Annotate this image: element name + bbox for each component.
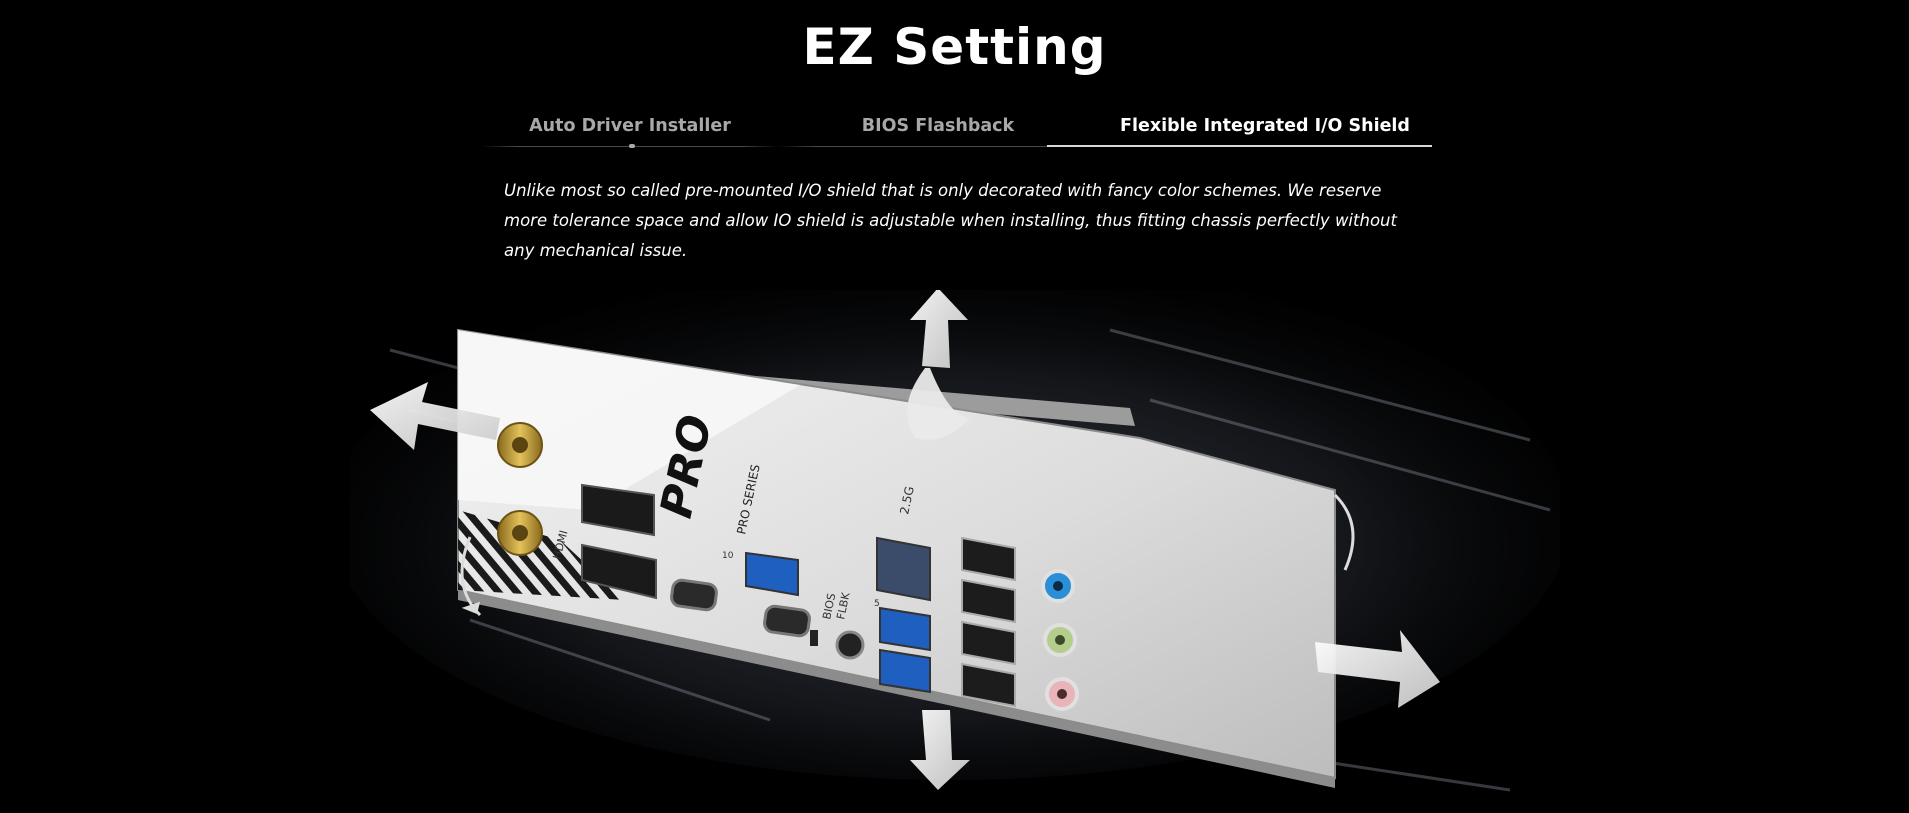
lan-port [876,536,931,602]
active-tab-underline [1047,145,1432,147]
tab-bios-flashback[interactable]: BIOS Flashback [861,116,1015,136]
bios-flashback-button [835,630,865,660]
hdmi-port [581,543,657,600]
tab-flexible-io-shield[interactable]: Flexible Integrated I/O Shield [1120,116,1410,136]
bios-flbk-label-1: BIOS [820,592,838,621]
usb-a-port [961,662,1016,708]
wifi-antenna-connector [497,422,543,468]
adjust-arrow-down [910,710,970,790]
usb-a-port [745,551,799,597]
adjust-arrow-up [907,290,970,440]
adjust-arrow-rotate-right [1333,493,1355,571]
usb-c-port [763,604,811,638]
tab-underline [778,146,1098,147]
tab-auto-driver-installer[interactable]: Auto Driver Installer [529,116,731,136]
usb-a-port [879,648,931,694]
section-title: EZ Setting [802,18,1107,76]
lan-speed-label: 2.5G [897,485,917,516]
usb-a-port [961,578,1016,624]
wifi-antenna-connector [497,510,543,556]
adjust-arrow-rotate-left [460,536,482,617]
adjust-arrow-left [370,382,500,450]
tab-indicator-dot [629,144,635,148]
usb-a-port [961,620,1016,666]
adjust-arrow-right [1315,630,1440,708]
feature-description: Unlike most so called pre-mounted I/O sh… [504,181,1397,260]
usb-speed-label: 10 [722,551,734,561]
usb-a-port [879,606,931,652]
usb-speed-label: 5 [874,599,880,609]
bios-flbk-label-2: FLBK [834,591,853,621]
usb-a-port [961,536,1016,582]
feature-tabs: Auto Driver Installer BIOS Flashback Fle… [482,106,1432,148]
io-shield-illustration: HDMI PRO PRO SERIES 10 BIOS FLBK 5 2.5G [350,290,1560,813]
displayport-port [581,483,655,537]
usb-c-port [670,578,718,612]
